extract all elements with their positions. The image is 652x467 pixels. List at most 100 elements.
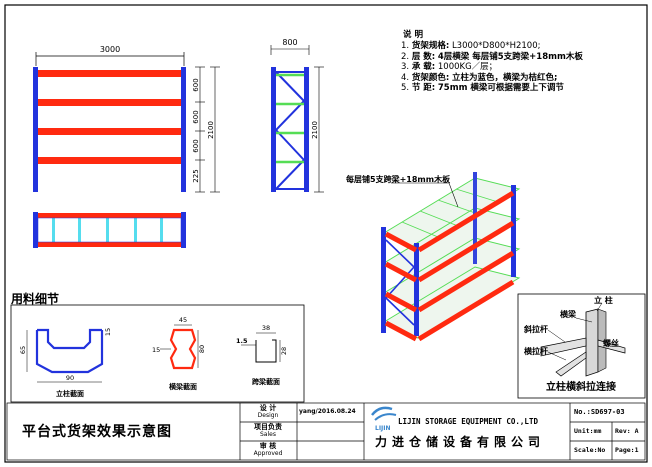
side-height-label: 2100	[311, 121, 319, 139]
upright-profile	[35, 330, 104, 374]
top-span-beam	[134, 218, 137, 242]
leader-beam	[575, 317, 593, 323]
iso-brace	[385, 239, 415, 268]
connection-bolt-plate	[597, 339, 626, 354]
connection-detail: 立 柱 横梁 斜拉杆 横拉杆 螺丝 立柱横斜拉连接	[517, 293, 646, 399]
page-field: Page:1	[615, 446, 639, 454]
logo-text: LIJIN	[375, 425, 391, 432]
note-value: 75mm 横梁可根据需要上下调节	[437, 83, 564, 94]
lijin-logo: LIJIN	[371, 406, 397, 432]
company-name-en: LIJIN STORAGE EQUIPMENT CO.,LTD	[398, 417, 538, 426]
iso-beam	[417, 190, 515, 253]
side-diagonal-brace	[275, 129, 305, 161]
connection-caption: 立柱横斜拉连接	[546, 380, 616, 393]
upright-profile-inner	[37, 328, 102, 350]
beam-profile	[169, 328, 197, 370]
iso-upright-front	[414, 243, 419, 336]
iso-beam-side	[384, 231, 418, 253]
front-beam	[38, 128, 181, 135]
leader-bolt	[605, 341, 613, 347]
note-num: 3.	[401, 62, 410, 73]
upright-section: 90 65 15 立柱截面	[19, 328, 112, 398]
note-label: 节 距:	[411, 83, 436, 94]
design-date: yang/2016.08.24	[299, 408, 356, 415]
note-num: 5.	[401, 83, 410, 94]
level-label: 225	[192, 169, 200, 182]
level-label: 600	[192, 110, 200, 123]
iso-beam	[417, 250, 515, 313]
note-value: 4层横梁 每层铺5支跨梁+18mm木板	[437, 51, 583, 62]
notes-title: 说 明	[403, 30, 423, 40]
unit-field: Unit:mm	[574, 427, 602, 435]
front-width-label: 3000	[100, 45, 120, 54]
leader-brace1	[547, 329, 566, 343]
connection-brace	[555, 351, 587, 377]
label-brace2: 横拉杆	[524, 346, 548, 356]
design-label-en: Design	[257, 412, 279, 419]
side-diagonal-brace	[275, 71, 305, 102]
materials-title: 用料细节	[10, 291, 59, 306]
upright-height-label: 65	[19, 346, 27, 354]
note-label: 承 载:	[411, 62, 436, 73]
top-span-beam	[160, 218, 163, 242]
note-label: 货架规格:	[411, 41, 450, 52]
upright-lip-label: 15	[104, 328, 112, 336]
materials-frame	[10, 304, 305, 403]
label-column: 立 柱	[594, 295, 613, 305]
top-beam-front	[38, 242, 181, 247]
drawing-title: 平台式货架效果示意图	[22, 424, 172, 440]
iso-upright-back	[511, 185, 516, 277]
iso-beam-side	[384, 291, 418, 313]
side-depth-label: 800	[282, 38, 297, 47]
design-label: 设 计	[259, 404, 277, 412]
iso-beam-side	[384, 261, 418, 283]
upright-width-label: 90	[66, 374, 74, 382]
note-row: 4. 货架颜色: 立柱为蓝色，横梁为桔红色;	[401, 73, 583, 83]
span-beam-profile	[255, 339, 277, 363]
beam-section: 45 80 15 横梁截面	[152, 316, 206, 391]
front-view: 3000 600 600 600 225 2100	[33, 45, 220, 193]
note-row: 3. 承 载: 1000KG／层；	[401, 62, 583, 72]
top-upright-right	[181, 212, 186, 248]
leader-brace2	[547, 351, 567, 361]
note-row: 5. 节 距: 75mm 横梁可根据需要上下调节	[401, 83, 583, 93]
side-upright-back	[304, 67, 309, 192]
iso-beam	[417, 279, 515, 342]
level-label: 600	[192, 139, 200, 152]
scale-field: Scale:No	[574, 446, 606, 454]
label-bolt: 螺丝	[603, 338, 619, 348]
note-label: 层 数:	[411, 51, 436, 62]
doc-number: No.:SD697-03	[574, 408, 625, 416]
front-upright-right	[181, 67, 186, 192]
beam-height-label: 80	[198, 345, 206, 353]
note-value: L3000*D800*H2100;	[451, 41, 541, 52]
top-upright-left	[33, 212, 38, 248]
side-diagonal-brace	[275, 159, 305, 190]
top-outline	[37, 217, 182, 243]
callout-leader	[448, 182, 459, 208]
logo-swoosh	[374, 413, 397, 421]
note-label: 货架颜色:	[411, 72, 450, 83]
note-value: 1000KG／层；	[437, 62, 498, 73]
rev-field: Rev: A	[615, 427, 639, 435]
connection-frame	[517, 293, 646, 399]
note-num: 2.	[401, 51, 410, 62]
iso-span	[401, 221, 439, 238]
front-upright-left	[33, 67, 38, 192]
logo-swoosh	[371, 406, 393, 416]
connection-beam	[540, 337, 587, 357]
title-block	[6, 402, 646, 461]
side-diagonal-brace	[275, 100, 305, 131]
sheet-border	[4, 4, 648, 463]
top-view	[33, 212, 186, 248]
iso-span	[419, 210, 459, 227]
front-beam	[38, 70, 181, 77]
note-row: 1. 货架规格: L3000*D800*H2100;	[401, 41, 583, 51]
sales-label: 项目负责	[254, 423, 282, 431]
sales-label-en: Sales	[260, 431, 276, 438]
iso-callout-text: 每层铺5支跨梁+18mm木板	[346, 174, 451, 184]
title-block-frame	[6, 402, 646, 461]
level-label: 600	[192, 78, 200, 91]
span-beam-section: 38 28 1.5 跨梁截面	[236, 324, 288, 386]
